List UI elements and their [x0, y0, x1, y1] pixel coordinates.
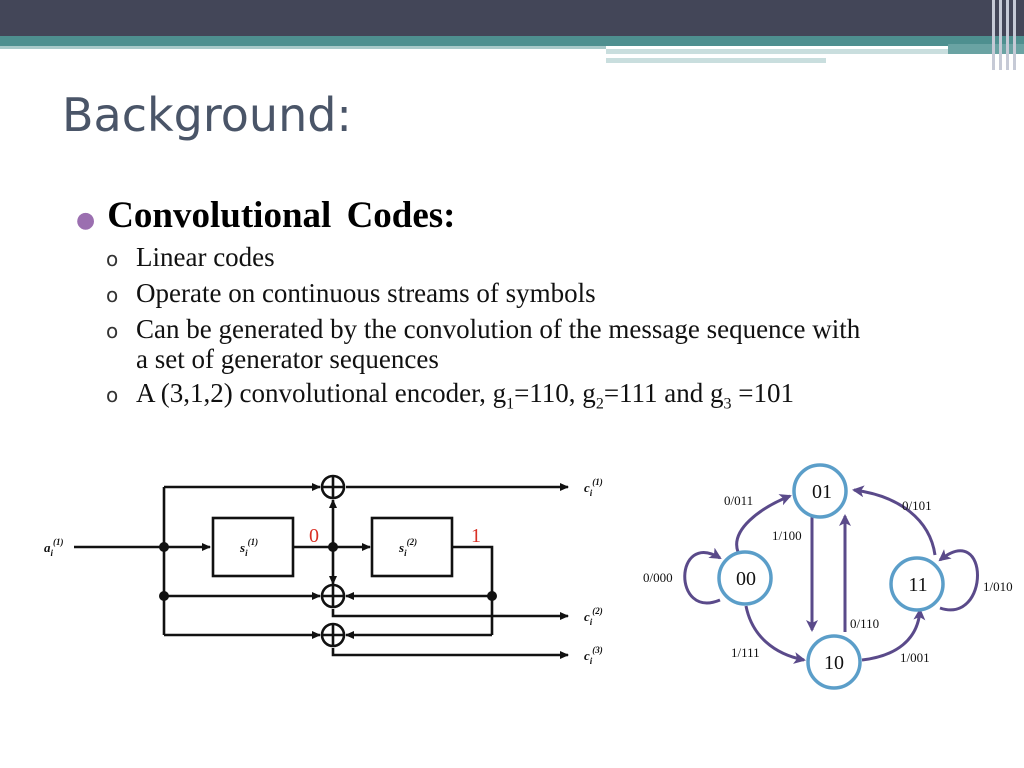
junction-dots: [159, 542, 497, 601]
transition-label: 1/100: [772, 528, 802, 543]
list-item: o A (3,1,2) convolutional encoder, g1=11…: [106, 378, 1006, 419]
bullet-heading: Convolutional Codes:: [107, 195, 456, 236]
header-bar: [0, 0, 1024, 70]
circle-bullet-icon: o: [106, 247, 119, 271]
output-3-label: ci(3): [584, 645, 603, 666]
state-00: 00: [736, 568, 756, 590]
state-diagram-edges: [683, 485, 979, 664]
transition-label: 1/111: [731, 645, 760, 660]
circle-bullet-icon: o: [106, 383, 119, 407]
state-11: 11: [908, 574, 927, 596]
transition-label: 0/101: [902, 498, 932, 513]
sub-bullet-list: o Linear codes o Operate on continuous s…: [106, 242, 1006, 423]
register-2-label: si(2): [398, 537, 417, 558]
circle-bullet-icon: o: [106, 283, 119, 307]
transition-label: 1/001: [900, 650, 930, 665]
register-1-state: 0: [309, 525, 319, 547]
state-10: 10: [824, 652, 844, 674]
list-item-text: Linear codes: [136, 242, 275, 272]
transition-label: 0/000: [643, 570, 673, 585]
list-item: o Can be generated by the convolution of…: [106, 314, 866, 374]
encoder-description: A (3,1,2) convolutional encoder, g1=110,…: [136, 378, 795, 413]
state-nodes: [717, 463, 945, 690]
page-title: Background:: [62, 88, 352, 142]
transition-label: 0/110: [850, 616, 879, 631]
state-01: 01: [812, 481, 832, 503]
output-2-label: ci(2): [584, 606, 603, 627]
diagrams: ai(1) si(1) si(2) ci(1) ci(2) ci(3) 0 1 …: [44, 463, 1013, 690]
output-1-label: ci(1): [584, 477, 603, 498]
bullet-dot-icon: ●: [76, 208, 96, 233]
transition-label: 1/010: [983, 579, 1013, 594]
encoder-circuit: [74, 474, 569, 659]
list-item-text: Operate on continuous streams of symbols: [136, 278, 596, 308]
transition-label: 0/011: [724, 493, 753, 508]
register-1-label: si(1): [239, 537, 258, 558]
circle-bullet-icon: o: [106, 319, 119, 343]
register-2-state: 1: [471, 525, 481, 547]
list-item-text: Can be generated by the convolution of t…: [136, 314, 861, 374]
input-label: ai(1): [44, 537, 64, 558]
list-item: o Operate on continuous streams of symbo…: [106, 278, 1006, 310]
list-item: o Linear codes: [106, 242, 1006, 274]
main-bullet: ● Convolutional Codes:: [76, 194, 456, 237]
